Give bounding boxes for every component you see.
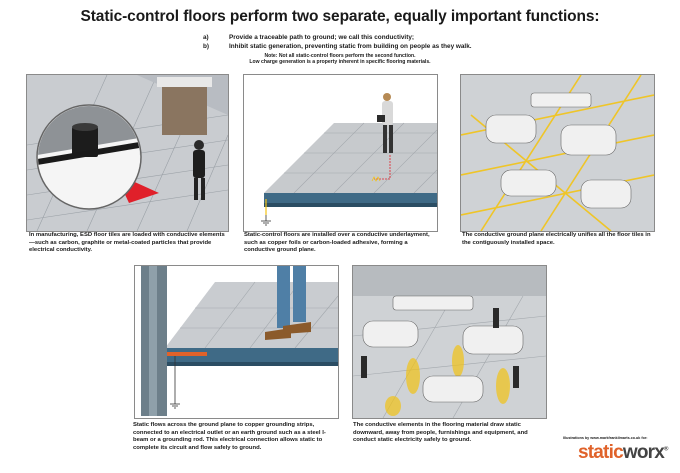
ground-plane-illustration	[461, 75, 654, 231]
function-text: Inhibit static generation, preventing st…	[229, 43, 472, 50]
people	[361, 308, 519, 388]
static-glow	[385, 345, 510, 416]
function-key: a)	[203, 34, 209, 41]
copper-strip	[167, 352, 207, 356]
steel-i-beam	[141, 266, 167, 416]
underlayment-illustration	[244, 75, 437, 231]
function-key: b)	[203, 43, 210, 50]
panel-underlayment	[243, 74, 438, 232]
note: Note: Not all static-control floors perf…	[0, 53, 680, 66]
tile-illustration	[27, 75, 228, 231]
caption-grounding-strip: Static flows across the ground plane to …	[133, 422, 326, 451]
ground-symbol	[261, 215, 271, 226]
person-legs	[265, 266, 311, 340]
desk-illustration	[162, 80, 207, 135]
panel-static-downward	[352, 265, 547, 419]
note-line: Note: Not all static-control floors perf…	[264, 53, 416, 59]
caption-ground-plane: The conductive ground plane electrically…	[462, 232, 651, 246]
illustration-credit: Illustrations by www.markfrankilmarts.co…	[563, 436, 648, 440]
panel-grounding-strip	[134, 265, 339, 419]
staticworx-logo: staticworx®	[578, 442, 668, 463]
caption-conductive-tiles: In manufacturing, ESD floor tiles are lo…	[29, 232, 225, 254]
function-item: b) Inhibit static generation, preventing …	[203, 42, 472, 51]
function-text: Provide a traceable path to ground; we c…	[229, 34, 415, 41]
page-title: Static-control floors perform two separa…	[80, 8, 600, 25]
panel-conductive-tiles	[26, 74, 229, 232]
person-figure	[193, 140, 205, 200]
function-item: a) Provide a traceable path to ground; we…	[203, 33, 472, 42]
panel-ground-plane	[460, 74, 655, 232]
control-room-illustration	[353, 266, 546, 418]
grounding-illustration	[135, 266, 338, 418]
workstations	[485, 92, 632, 209]
caption-static-downward: The conductive elements in the flooring …	[353, 422, 528, 444]
note-line: Low charge generation is a property inhe…	[249, 59, 431, 66]
person-walking	[377, 93, 393, 153]
conductive-paths	[461, 75, 654, 231]
ground-symbol	[170, 403, 180, 409]
ground-plane-edge	[264, 193, 437, 203]
workstations	[362, 295, 524, 403]
functions-list: a) Provide a traceable path to ground; we…	[203, 33, 472, 51]
caption-underlayment: Static-control floors are installed over…	[244, 232, 430, 254]
